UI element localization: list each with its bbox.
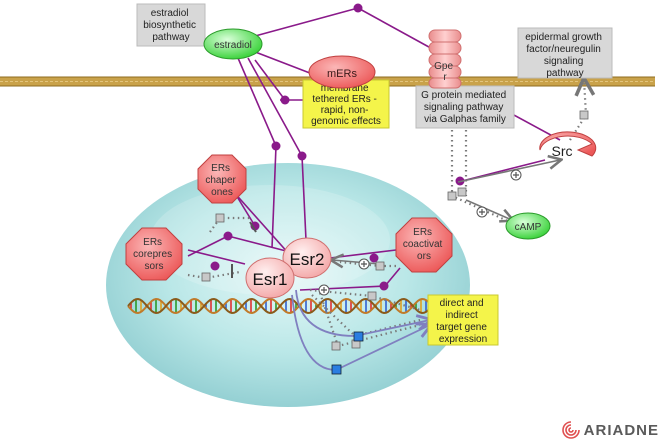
edge-estradiol-gper-b: [357, 7, 439, 53]
gper-node[interactable]: Gpe r: [428, 29, 462, 89]
svg-text:ERs chaper ones: ERs chaper ones: [205, 163, 238, 198]
edge-estradiol-esr2-b: [301, 155, 307, 241]
edge-estradiol-mers: [249, 49, 316, 76]
svg-text:Src: Src: [552, 143, 573, 159]
svg-text:membrane tethered ERs -: membrane tethered ERs - rapid, non- geno…: [311, 83, 381, 127]
interaction-dot: [353, 3, 363, 13]
svg-text:mERs: mERs: [327, 68, 357, 80]
edge-coact-arrow: [332, 260, 381, 264]
edge-src-egf: [569, 80, 586, 141]
mers-node[interactable]: mERs: [308, 55, 376, 89]
edge-estradiol-esr1-b: [271, 145, 277, 249]
edge-coact-esr1b: [299, 285, 386, 291]
edge-chaperones-esr2: [231, 189, 291, 256]
dna-strand: [127, 297, 431, 315]
svg-text:G protein mediated signa: G protein mediated signaling pathway via…: [421, 90, 509, 125]
edge-chap-esr: [209, 216, 252, 233]
edge-corep-esr: [187, 270, 241, 280]
svg-text:Esr2: Esr2: [290, 250, 325, 269]
ariadne-logo-icon: [561, 421, 580, 439]
edge-corepressors-esr1: [187, 249, 246, 265]
esr2-node[interactable]: Esr2: [282, 237, 332, 279]
svg-text:estradiol biosynthetic: estradiol biosynthetic pathway: [143, 8, 199, 43]
egf-pathway-label[interactable]: epidermal growth factor/neuregulin signa…: [517, 27, 613, 79]
interaction-dot: [379, 281, 389, 291]
g-protein-label[interactable]: G protein mediated signaling pathway via…: [415, 85, 515, 129]
edge-esr1-target-a: [295, 289, 430, 337]
corepressors-node[interactable]: ERs corepres sors: [125, 227, 183, 281]
interaction-dots: [210, 3, 465, 291]
expression-edges: [291, 160, 560, 371]
edge-estradiol-esr2: [247, 57, 303, 157]
interaction-dot: [280, 95, 290, 105]
process-squares: [201, 110, 589, 351]
svg-text:Gpe r: Gpe r: [434, 61, 456, 83]
inhibition-bars: [231, 221, 257, 278]
svg-text:cAMP: cAMP: [515, 222, 542, 233]
target-gene-label[interactable]: direct and indirect target gene expressi…: [427, 294, 499, 346]
svg-text:epidermal growth factor/: epidermal growth factor/neuregulin signa…: [525, 32, 605, 79]
edge-estradiol-esr1: [237, 57, 277, 147]
edge-coactivators-esr1: [384, 267, 401, 287]
edge-src-camp: [457, 160, 560, 183]
chaperones-node[interactable]: ERs chaper ones: [197, 154, 247, 204]
brand-text: ARIADNE: [583, 421, 659, 439]
svg-text:estradiol: estradiol: [214, 40, 252, 51]
dna-strand: [127, 297, 431, 315]
edge-gp-camp: [465, 199, 512, 220]
svg-text:Esr1: Esr1: [253, 270, 288, 289]
edge-corep-esr2: [227, 235, 291, 253]
edge-corepressors-esr2: [187, 235, 229, 257]
process-squares-blue: [331, 331, 364, 375]
dna-helix: [127, 297, 431, 315]
edge-mers-lower: [254, 59, 286, 101]
activation-markers: [318, 169, 522, 296]
svg-text:ERs coactivat ors: ERs coactivat ors: [403, 227, 445, 262]
svg-text:ERs corepres sors: ERs corepres sors: [133, 237, 175, 272]
src-node[interactable]: Src: [539, 131, 597, 159]
interaction-dot: [297, 151, 307, 161]
esr1-node[interactable]: Esr1: [245, 257, 295, 299]
interaction-dot: [223, 231, 233, 241]
interaction-dot: [271, 141, 281, 151]
estradiol-pathway-label[interactable]: estradiol biosynthetic pathway: [136, 3, 206, 47]
svg-text:direct and indirect: direct and indirect target gene expressi…: [436, 298, 489, 345]
coactivators-node[interactable]: ERs coactivat ors: [395, 217, 453, 273]
ariadne-brand: ARIADNE: [561, 421, 659, 439]
edge-esr-target-1: [309, 288, 421, 312]
interaction-dot: [369, 253, 379, 263]
interaction-dot: [210, 261, 220, 271]
camp-node[interactable]: cAMP: [505, 212, 551, 240]
estradiol-node[interactable]: estradiol: [203, 28, 263, 60]
